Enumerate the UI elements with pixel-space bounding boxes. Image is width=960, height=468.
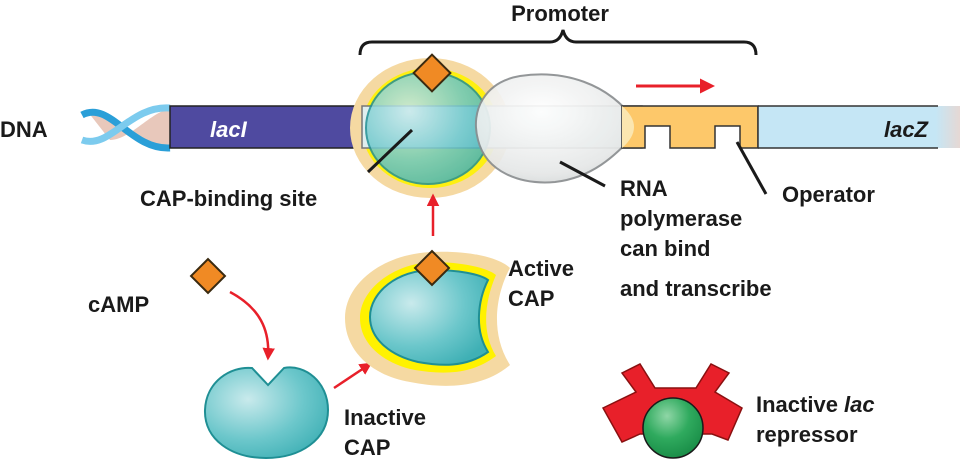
- rna-polymerase-label-1: RNA: [620, 176, 668, 201]
- inactive-repressor-label-1: Inactive lac: [756, 392, 875, 417]
- rna-polymerase-label-3: can bind: [620, 236, 710, 261]
- operator-label: Operator: [782, 182, 875, 207]
- cap-binding-site-label: CAP-binding site: [140, 186, 317, 211]
- laci-label: lacI: [210, 117, 248, 142]
- lacz-label: lacZ: [884, 117, 930, 142]
- inactive-cap-protein: [203, 366, 330, 460]
- active-cap-camp-icon: [413, 249, 451, 287]
- rna-polymerase: [474, 73, 642, 184]
- bound-cap-protein: [365, 71, 491, 185]
- bound-camp-icon: [412, 53, 452, 93]
- rna-polymerase-label-2: polymerase: [620, 206, 742, 231]
- activation-arrow: [333, 362, 373, 390]
- camp-icon: [189, 257, 227, 295]
- dna-helix-icon: [80, 104, 172, 152]
- inactive-cap-label-2: CAP: [344, 435, 390, 460]
- camp-label: cAMP: [88, 292, 149, 317]
- operator-leader: [735, 141, 768, 195]
- active-cap-label-1: Active: [508, 256, 574, 281]
- dna-label: DNA: [0, 117, 48, 142]
- camp-binding-arrow: [229, 290, 275, 361]
- lacz-gene: [758, 106, 960, 148]
- promoter-bracket: [358, 29, 758, 56]
- inducer-molecule: [642, 397, 704, 459]
- active-cap-label-2: CAP: [508, 286, 554, 311]
- rna-polymerase-label-4: and transcribe: [620, 276, 772, 301]
- promoter-label: Promoter: [511, 1, 609, 26]
- polymerase-leader: [559, 160, 606, 188]
- cap-site-leader: [366, 128, 414, 174]
- laci-gene: [169, 105, 363, 149]
- inactive-cap-label-1: Inactive: [344, 405, 426, 430]
- active-cap-protein: [368, 268, 490, 366]
- inactive-repressor-label-2: repressor: [756, 422, 858, 447]
